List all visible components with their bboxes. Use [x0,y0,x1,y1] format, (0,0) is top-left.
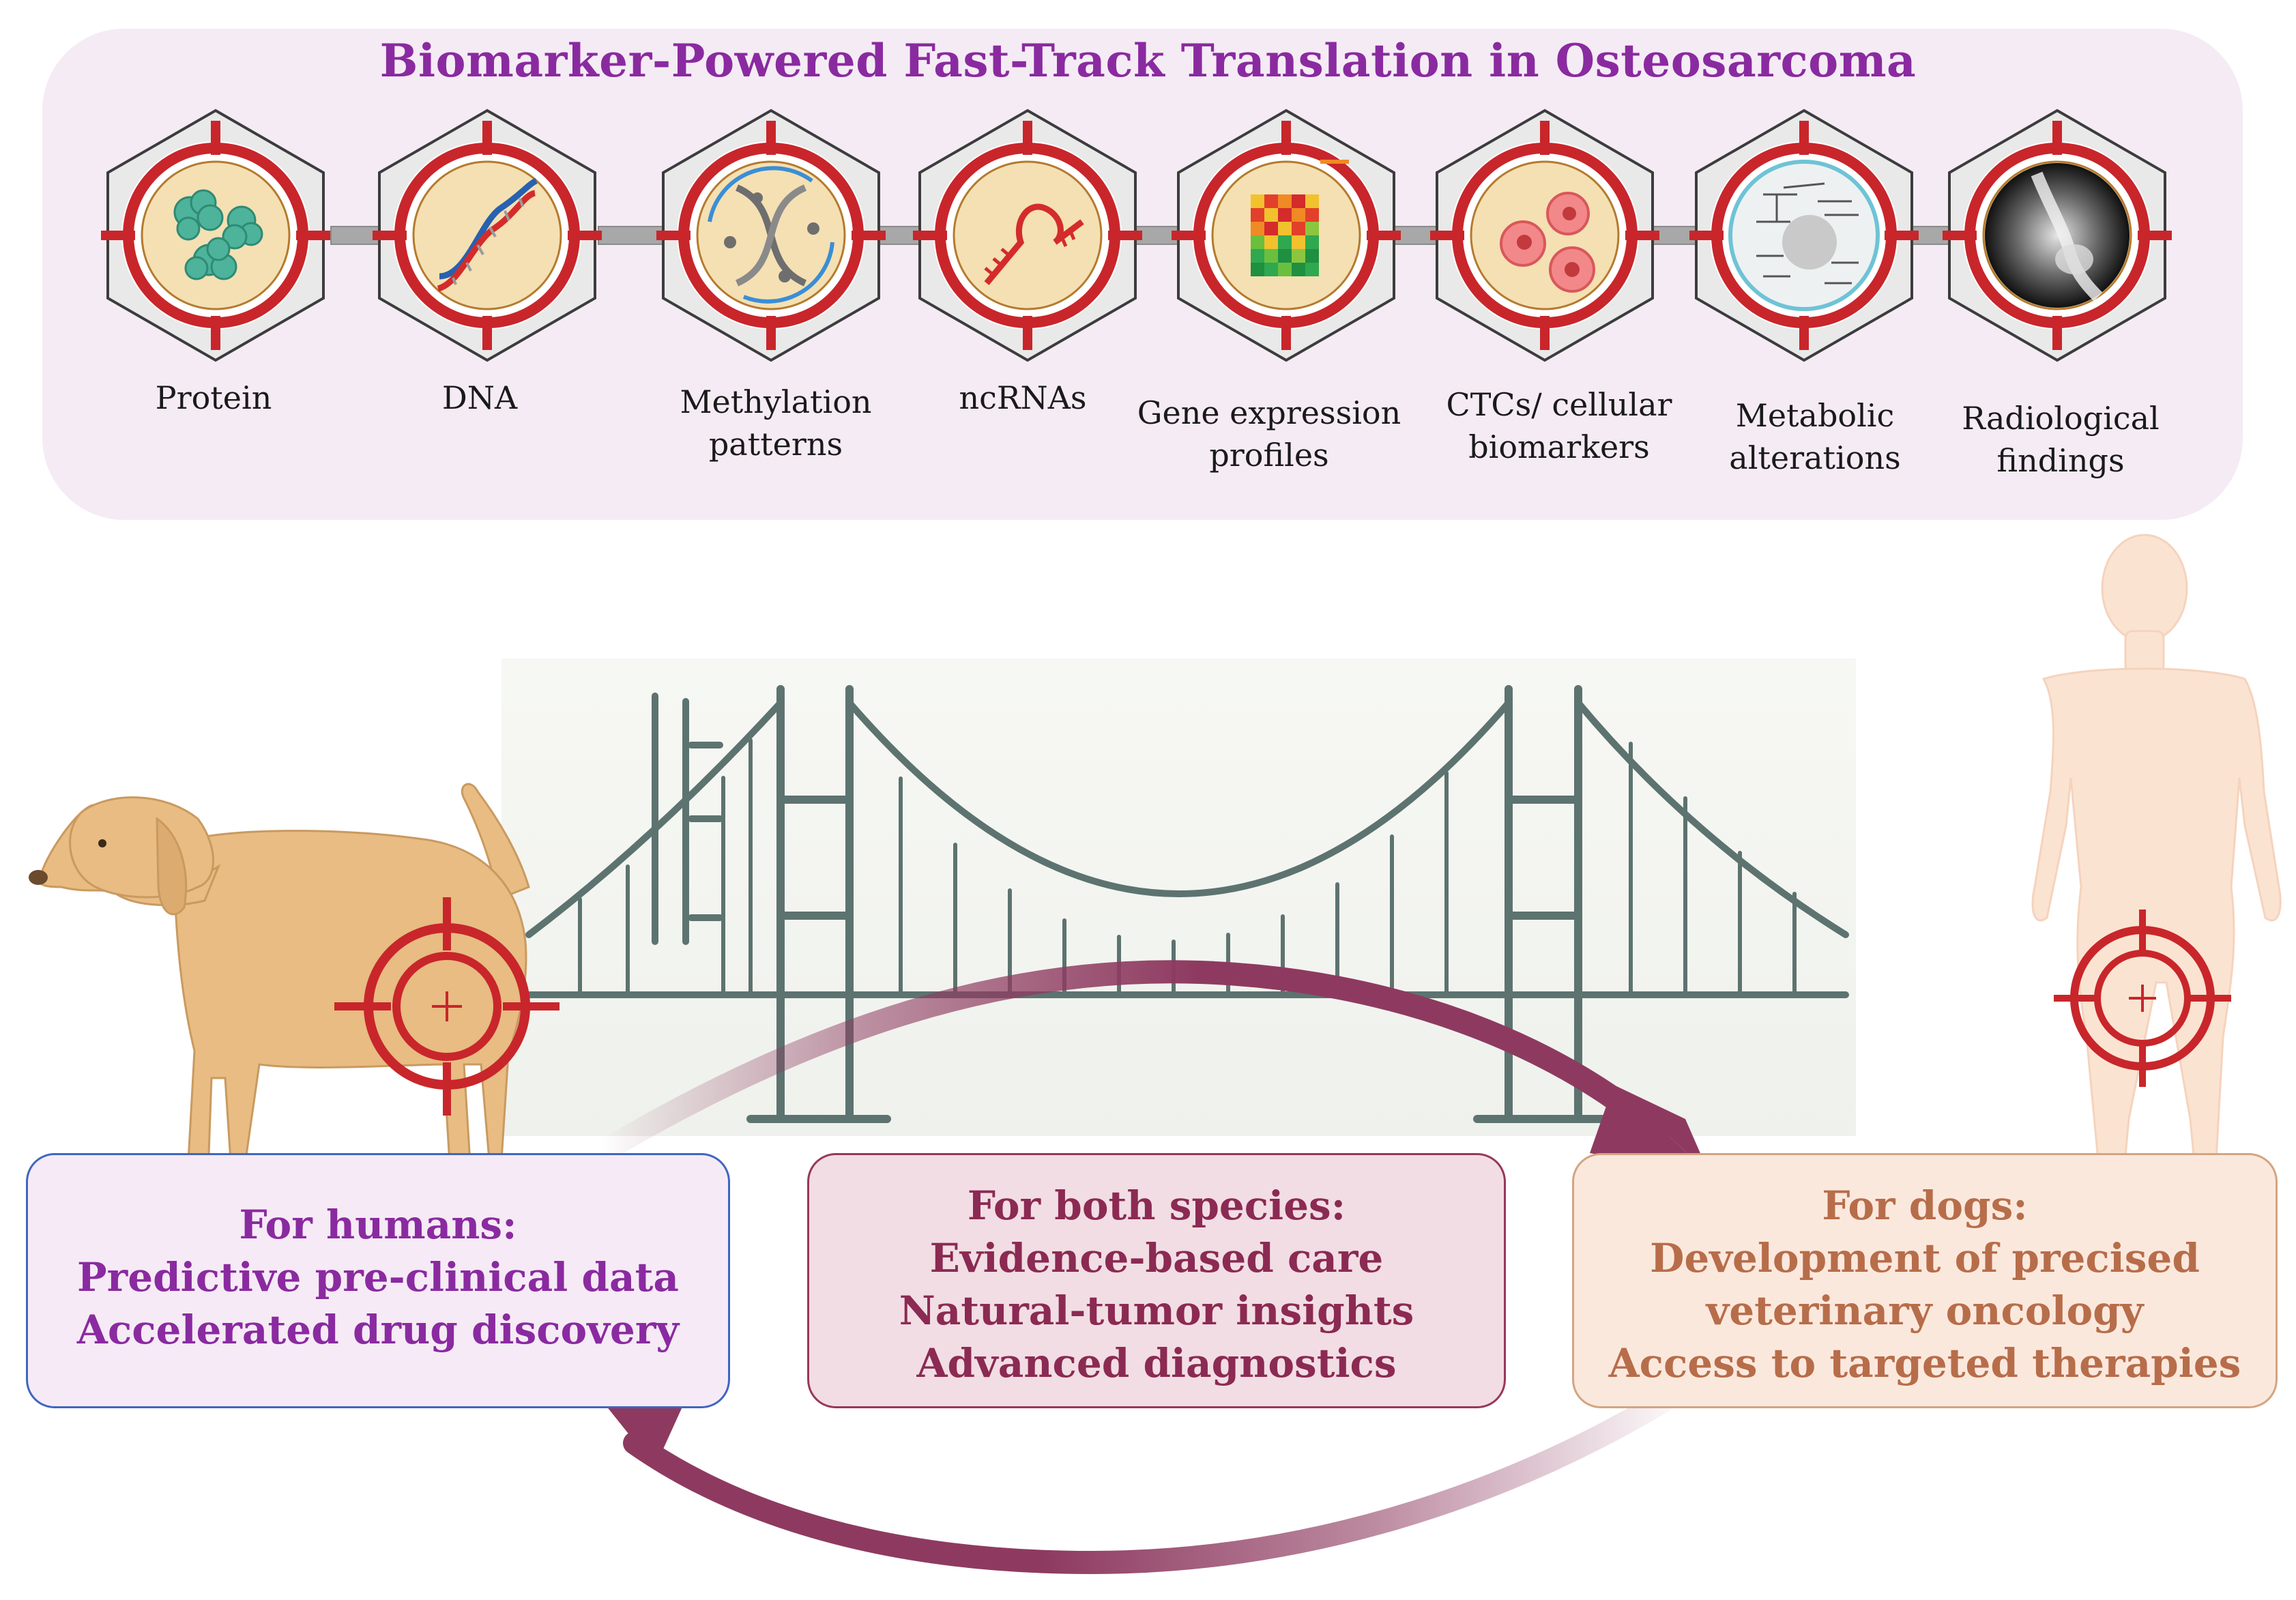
heatmap-icon [1172,111,1401,360]
arrow-human-to-dog [600,1380,1690,1575]
biomarker-label-gene-expression: Gene expression profiles [1137,394,1401,474]
diagram-title: Biomarker-Powered Fast-Track Translation… [379,34,1917,87]
biomarker-label-metabolic: Metabolic alterations [1729,397,1901,476]
human-silhouette [2031,534,2282,1230]
humans-line-1: Predictive pre-clinical data [77,1254,679,1300]
both-species-benefits-box: For both species: Evidence-based care Na… [807,1153,1506,1408]
biomarker-label-ncrnas: ncRNAs [959,379,1087,416]
dog-illustration [29,783,530,1185]
dogs-line-3: Access to targeted therapies [1608,1340,2241,1386]
arrow-dog-to-human [589,960,1709,1174]
methylation-icon [656,111,886,360]
metabolic-pathway-icon [1689,111,1919,360]
dogs-line-1: Development of precised [1650,1235,2200,1281]
humans-line-2: Accelerated drug discovery [76,1307,680,1353]
humans-benefits-box: For humans: Predictive pre-clinical data… [26,1153,730,1408]
biomarker-label-ctcs: CTCs/ cellular biomarkers [1446,386,1672,465]
both-line-1: Evidence-based care [929,1235,1384,1281]
both-line-3: Advanced diagnostics [916,1340,1397,1386]
dog-target-reticle-icon [334,897,560,1116]
biomarker-label-radiological: Radiological findings [1962,400,2160,479]
protein-icon [101,111,330,360]
both-line-2: Natural-tumor insights [899,1288,1414,1334]
both-heading: For both species: [967,1182,1346,1229]
bridge-background [502,658,1856,1136]
dogs-benefits-box: For dogs: Development of precised veteri… [1572,1153,2278,1408]
dna-icon [373,111,602,360]
humans-heading: For humans: [239,1202,517,1248]
cells-icon [1430,111,1659,360]
biomarker-label-dna: DNA [441,379,518,416]
dogs-line-2: veterinary oncology [1706,1288,2144,1334]
xray-icon [1943,111,2172,360]
ncrna-icon [913,111,1142,360]
biomarker-label-methylation: Methylation patterns [680,383,872,463]
biomarker-label-protein: Protein [155,379,272,416]
human-target-reticle-icon [2054,910,2231,1087]
dogs-heading: For dogs: [1822,1182,2028,1229]
